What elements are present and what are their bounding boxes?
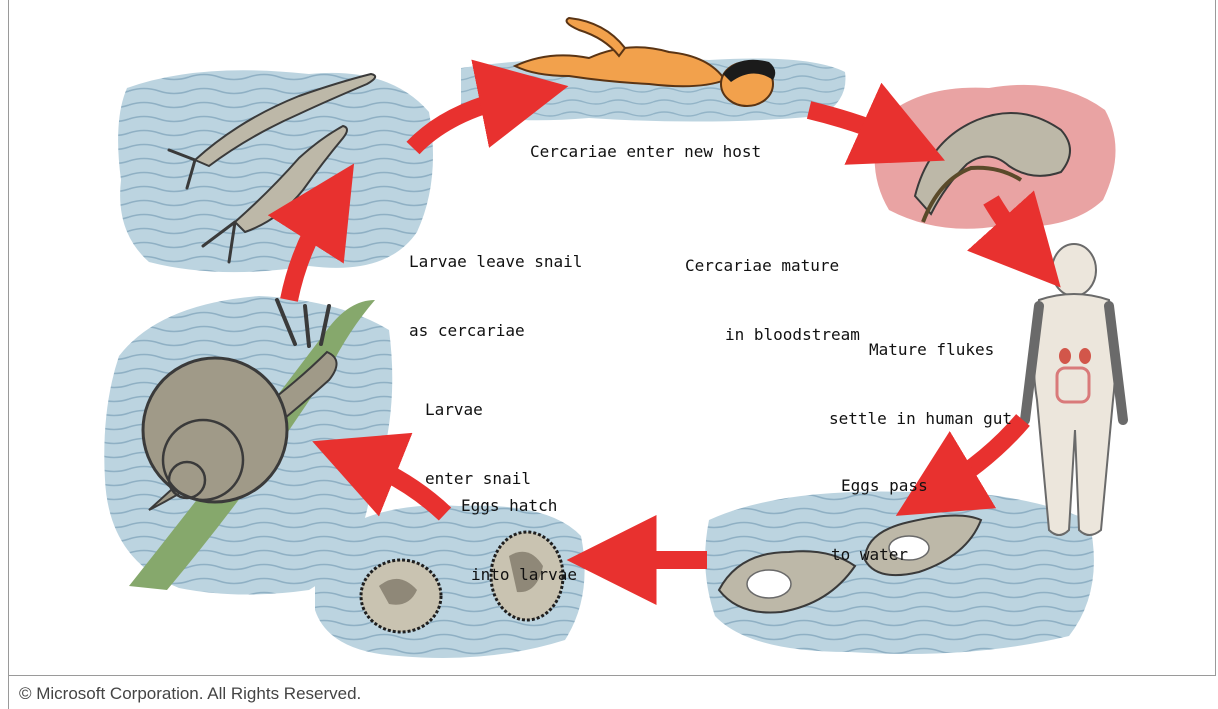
step-label-cercariae-enter: Cercariae enter new host	[530, 140, 761, 163]
larva-illustration-1	[361, 560, 441, 632]
step-text-line-2: into larvae	[461, 563, 577, 586]
step-text-line-1: Cercariae mature	[685, 254, 860, 277]
step-label-larvae-leave: Larvae leave snail as cercariae	[409, 204, 582, 388]
copyright-notice: © Microsoft Corporation. All Rights Rese…	[19, 684, 361, 704]
step-text-line-2: as cercariae	[409, 319, 582, 342]
step-text: Cercariae enter new host	[530, 142, 761, 161]
step-text-line-1: Mature flukes	[829, 338, 1012, 361]
step-text-line-2: to water	[831, 543, 928, 566]
water-patch-cercariae	[118, 70, 433, 272]
footer: © Microsoft Corporation. All Rights Rese…	[8, 676, 1216, 709]
step-label-eggs-pass: Eggs pass to water	[831, 428, 928, 612]
step-text-line-1: Larvae	[425, 398, 531, 421]
step-text-line-1: Larvae leave snail	[409, 250, 582, 273]
diagram-frame: Cercariae enter new host Cercariae matur…	[8, 0, 1216, 676]
step-text-line-2: settle in human gut	[829, 407, 1012, 430]
step-text-line-1: Eggs pass	[831, 474, 928, 497]
lifecycle-diagram	[9, 0, 1217, 676]
step-text-line-2: enter snail	[425, 467, 531, 490]
human-figure-illustration	[1025, 244, 1123, 535]
arrow-to-bloodstream	[809, 110, 899, 140]
